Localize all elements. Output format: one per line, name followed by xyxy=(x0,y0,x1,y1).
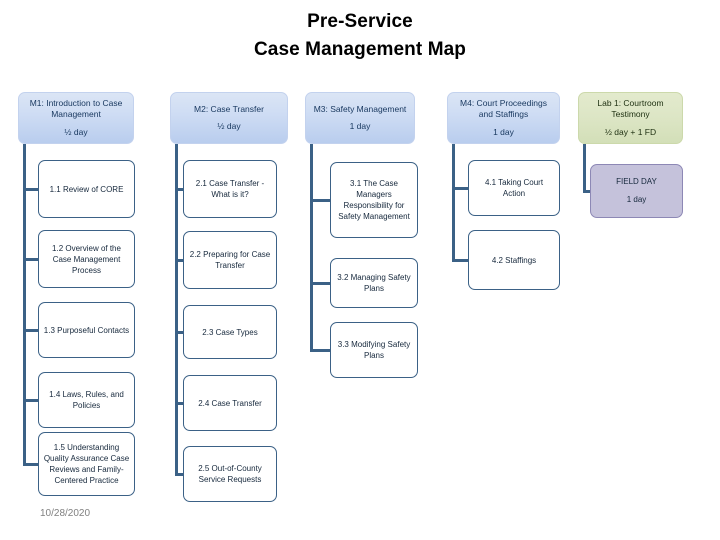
topic-box[interactable]: 1.5 Understanding Quality Assurance Case… xyxy=(38,432,135,496)
module-header-title: M1: Introduction to Case Management xyxy=(29,97,123,120)
topic-label: 4.2 Staffings xyxy=(491,255,537,265)
topic-label: 2.1 Case Transfer - What is it? xyxy=(195,179,265,199)
connector-stub xyxy=(23,398,38,402)
title-line-2: Case Management Map xyxy=(253,39,466,60)
topic-label: 2.5 Out-of-County Service Requests xyxy=(198,464,262,484)
module-header-duration: ½ day xyxy=(217,121,241,131)
connector-trunk xyxy=(452,144,455,260)
connector-stub xyxy=(23,187,38,191)
topic-label: 1.5 Understanding Quality Assurance Case… xyxy=(43,443,130,485)
connector-stub xyxy=(310,348,330,352)
module-header-box[interactable]: M3: Safety Management 1 day xyxy=(305,92,415,144)
topic-box[interactable]: 1.3 Purposeful Contacts xyxy=(38,302,135,358)
topic-box[interactable]: 2.5 Out-of-County Service Requests xyxy=(183,446,277,502)
module-header-box[interactable]: M1: Introduction to Case Management ½ day xyxy=(18,92,134,144)
connector-stub xyxy=(175,401,183,405)
field-day-label: FIELD DAY xyxy=(616,177,657,186)
module-header-duration: 1 day xyxy=(493,126,514,137)
connector-stub xyxy=(23,328,38,332)
topic-box[interactable]: 4.2 Staffings xyxy=(468,230,560,290)
topic-box[interactable]: 1.1 Review of CORE xyxy=(38,160,135,218)
field-day-duration: 1 day xyxy=(626,195,647,204)
module-header-title: M4: Court Proceedings and Staffings xyxy=(460,97,547,120)
page-title: Pre-Service Case Management Map xyxy=(0,8,720,64)
topic-box[interactable]: 2.4 Case Transfer xyxy=(183,375,277,431)
connector-stub xyxy=(452,186,468,190)
connector-stub xyxy=(23,462,38,466)
topic-box[interactable]: 2.3 Case Types xyxy=(183,305,277,359)
connector-stub xyxy=(175,330,183,334)
title-line-1: Pre-Service xyxy=(307,11,413,32)
connector-stub xyxy=(310,198,330,202)
topic-label: 1.2 Overview of the Case Management Proc… xyxy=(52,243,121,275)
topic-box[interactable]: 2.1 Case Transfer - What is it? xyxy=(183,160,277,218)
topic-label: 3.2 Managing Safety Plans xyxy=(337,273,411,293)
connector-stub xyxy=(23,257,38,261)
topic-label: 2.4 Case Transfer xyxy=(198,398,262,408)
topic-box[interactable]: 3.3 Modifying Safety Plans xyxy=(330,322,418,378)
topic-label: 4.1 Taking Court Action xyxy=(484,178,544,198)
module-header-duration: ½ day + 1 FD xyxy=(604,126,657,137)
module-header-title: M2: Case Transfer xyxy=(194,103,264,114)
module-header-title: Lab 1: Courtroom Testimony xyxy=(597,97,664,120)
module-header-box[interactable]: M4: Court Proceedings and Staffings 1 day xyxy=(447,92,560,144)
connector-trunk xyxy=(175,144,178,474)
lab-header-box[interactable]: Lab 1: Courtroom Testimony ½ day + 1 FD xyxy=(578,92,683,144)
module-header-duration: ½ day xyxy=(64,126,88,137)
topic-label: 2.2 Preparing for Case Transfer xyxy=(189,250,271,270)
connector-trunk xyxy=(583,144,586,191)
module-header-duration: 1 day xyxy=(349,121,371,131)
connector-stub xyxy=(175,187,183,191)
connector-stub xyxy=(175,472,183,476)
topic-label: 1.4 Laws, Rules, and Policies xyxy=(49,390,124,410)
connector-stub xyxy=(452,258,468,262)
module-header-title: M3: Safety Management xyxy=(313,103,407,114)
topic-label: 1.1 Review of CORE xyxy=(49,184,124,194)
footer-date: 10/28/2020 xyxy=(40,508,91,519)
connector-stub xyxy=(310,281,330,285)
topic-label: 1.3 Purposeful Contacts xyxy=(43,325,130,335)
topic-box[interactable]: 4.1 Taking Court Action xyxy=(468,160,560,216)
connector-trunk xyxy=(23,144,26,464)
topic-box[interactable]: 1.2 Overview of the Case Management Proc… xyxy=(38,230,135,288)
topic-box[interactable]: 3.1 The Case Managers Responsibility for… xyxy=(330,162,418,238)
field-day-box[interactable]: FIELD DAY 1 day xyxy=(590,164,683,218)
connector-trunk xyxy=(310,144,313,350)
connector-stub xyxy=(583,189,590,193)
topic-box[interactable]: 2.2 Preparing for Case Transfer xyxy=(183,231,277,289)
topic-box[interactable]: 1.4 Laws, Rules, and Policies xyxy=(38,372,135,428)
module-header-box[interactable]: M2: Case Transfer ½ day xyxy=(170,92,288,144)
topic-label: 2.3 Case Types xyxy=(202,327,258,337)
topic-label: 3.3 Modifying Safety Plans xyxy=(337,340,411,360)
topic-label: 3.1 The Case Managers Responsibility for… xyxy=(338,179,410,221)
topic-box[interactable]: 3.2 Managing Safety Plans xyxy=(330,258,418,308)
connector-stub xyxy=(175,258,183,262)
